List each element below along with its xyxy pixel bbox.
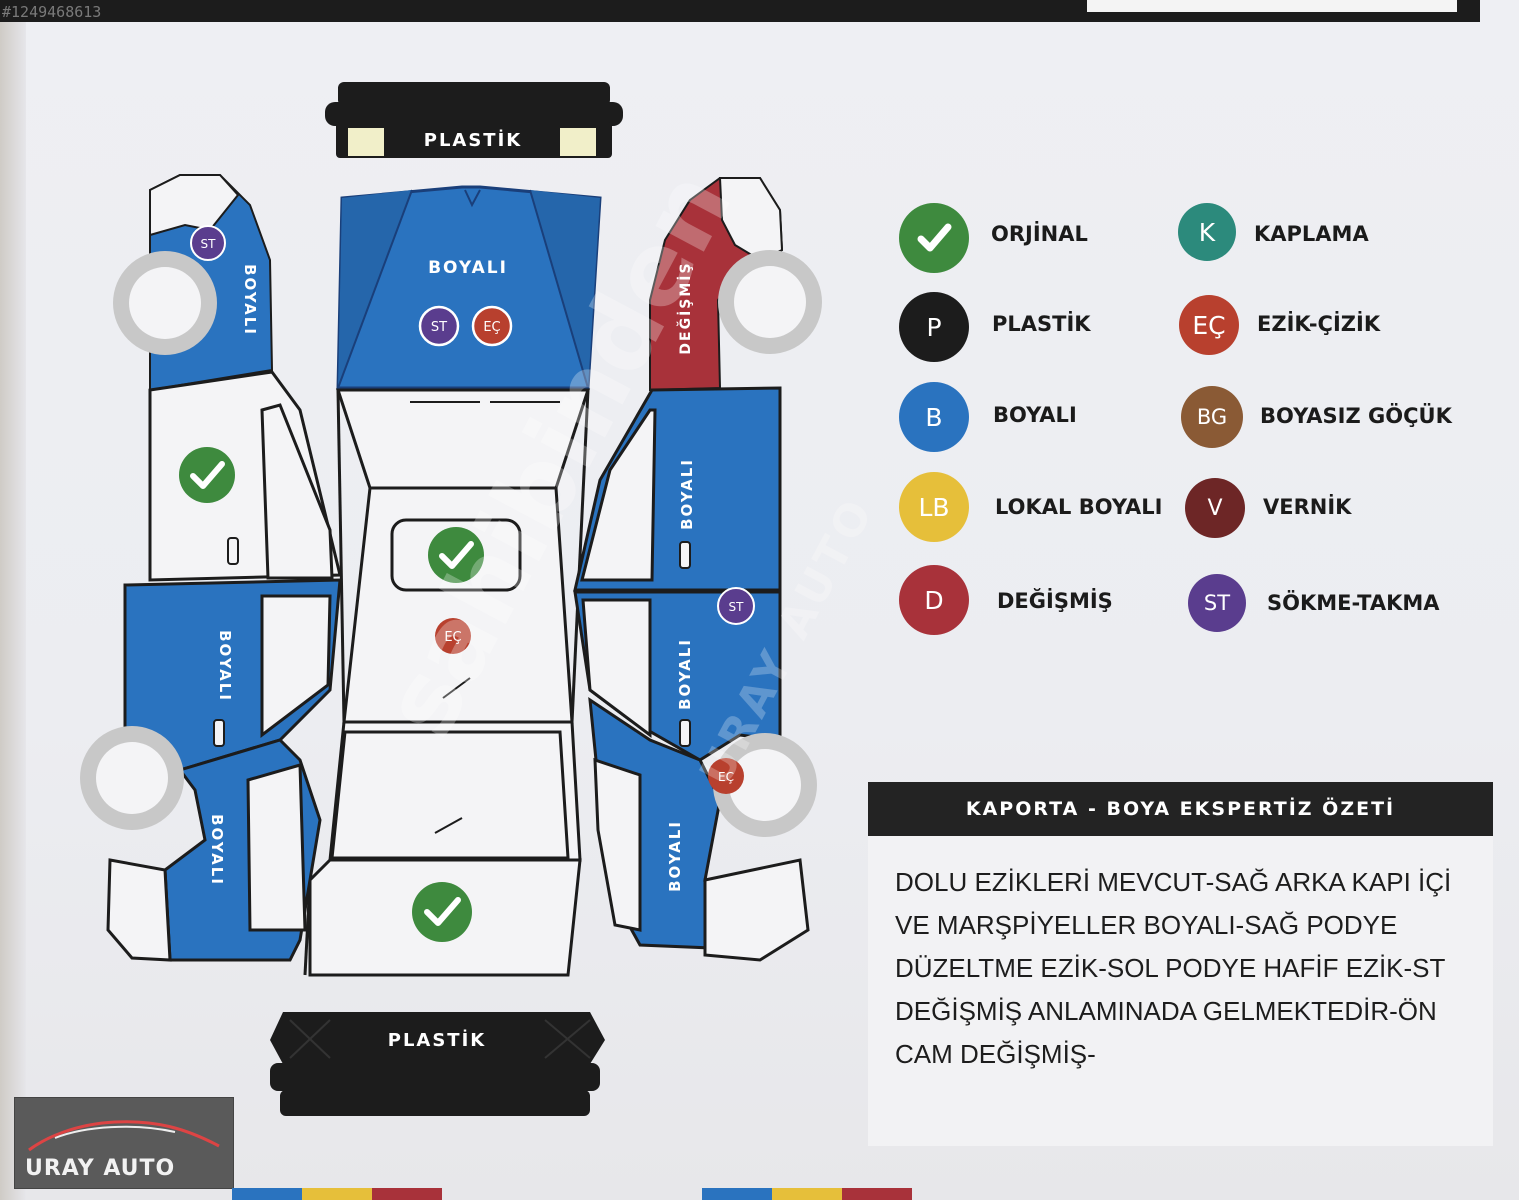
legend-label-sokme-takma: SÖKME-TAKMA — [1267, 591, 1440, 615]
hood-st-badge: ST — [418, 305, 460, 347]
legend-degismis-icon: D — [899, 565, 969, 635]
svg-text:ST: ST — [201, 237, 217, 251]
left-rear-door-label: BOYALI — [216, 630, 234, 702]
legend-label-lokal-boyali: LOKAL BOYALI — [995, 495, 1163, 519]
front-bumper: PLASTİK — [325, 82, 623, 158]
legend-label-kaplama: KAPLAMA — [1254, 222, 1369, 246]
legend-plastik-icon: P — [899, 292, 969, 362]
summary-line: DOLU EZİKLERİ MEVCUT-SAĞ ARKA KAPI İÇİ — [895, 867, 1452, 897]
legend-orjinal-check-icon — [899, 203, 969, 273]
paper-edge-shadow — [0, 0, 26, 1200]
summary-title: KAPORTA - BOYA EKSPERTİZ ÖZETİ — [868, 782, 1493, 836]
left-rear-fender-label: BOYALI — [208, 814, 226, 886]
summary-line: DEĞİŞMİŞ ANLAMINADA GELMEKTEDİR-ÖN — [895, 996, 1437, 1026]
summary-panel — [868, 836, 1493, 1146]
legend-vernik-icon: V — [1185, 478, 1245, 538]
trunk-check-icon — [412, 882, 472, 942]
left-side-view: BOYALI BOYALI BOYALI ST — [80, 174, 342, 962]
right-rear-door-label: BOYALI — [676, 638, 694, 710]
svg-text:EÇ: EÇ — [483, 320, 500, 335]
right-rear-fender-ec-badge: EÇ — [708, 758, 744, 794]
right-side-view: DEĞİŞMİŞ BOYALI BOYALI BOYALI ST EÇ — [573, 177, 822, 962]
hood-ec-badge: EÇ — [471, 305, 513, 347]
legend-label-vernik: VERNİK — [1263, 495, 1352, 519]
legend-label-boyasiz-gocuk: BOYASIZ GÖÇÜK — [1260, 404, 1452, 428]
hood-label: BOYALI — [428, 258, 508, 278]
summary-line: CAM DEĞİŞMİŞ- — [895, 1039, 1096, 1069]
image-id: #1249468613 — [2, 3, 102, 21]
roof-check-icon — [428, 527, 484, 583]
legend-lokal-boyali-icon: LB — [899, 472, 969, 542]
front-bumper-label: PLASTİK — [424, 129, 522, 151]
svg-text:EÇ: EÇ — [718, 770, 734, 784]
left-front-st-badge: ST — [190, 225, 226, 261]
legend-kaplama-icon: K — [1178, 203, 1236, 261]
legend-sokme-takma-icon: ST — [1188, 574, 1246, 632]
logo-text: URAY AUTO — [25, 1156, 176, 1181]
hood: BOYALI ST EÇ — [336, 185, 602, 390]
car-silhouette-icon — [28, 1120, 220, 1152]
svg-text:ST: ST — [729, 600, 745, 614]
legend-label-degismis: DEĞİŞMİŞ — [997, 589, 1113, 613]
svg-text:EÇ: EÇ — [444, 630, 461, 645]
summary-line: DÜZELTME EZİK-SOL PODYE HAFİF EZİK-ST — [895, 953, 1446, 983]
roof-ec-badge: EÇ — [435, 618, 471, 654]
summary-line: VE MARŞPİYELLER BOYALI-SAĞ PODYE — [895, 910, 1398, 940]
right-front-door-label: BOYALI — [678, 458, 696, 530]
left-front-fender-label: BOYALI — [241, 264, 259, 336]
svg-text:ST: ST — [431, 320, 447, 335]
legend-boyali-icon: B — [899, 382, 969, 452]
legend-label-orjinal: ORJİNAL — [991, 222, 1088, 246]
legend-ezik-cizik-icon: EÇ — [1179, 295, 1239, 355]
legend-boyasiz-gocuk-icon: BG — [1181, 386, 1243, 448]
right-rear-fender-label: BOYALI — [666, 820, 684, 892]
left-front-door-check-icon — [179, 447, 235, 503]
legend-label-boyali: BOYALI — [993, 403, 1077, 427]
uray-auto-logo: URAY AUTO — [14, 1097, 234, 1189]
legend-label-plastik: PLASTİK — [992, 312, 1091, 336]
right-rear-door-st-badge: ST — [717, 587, 755, 625]
rear-bumper-label: PLASTİK — [388, 1029, 486, 1051]
right-front-fender-label: DEĞİŞMİŞ — [676, 261, 694, 354]
rear-bumper: PLASTİK — [270, 1012, 605, 1116]
legend-label-ezik-cizik: EZİK-ÇİZİK — [1257, 312, 1381, 336]
top-white-box — [1085, 0, 1459, 14]
bottom-color-strip — [232, 1188, 912, 1200]
